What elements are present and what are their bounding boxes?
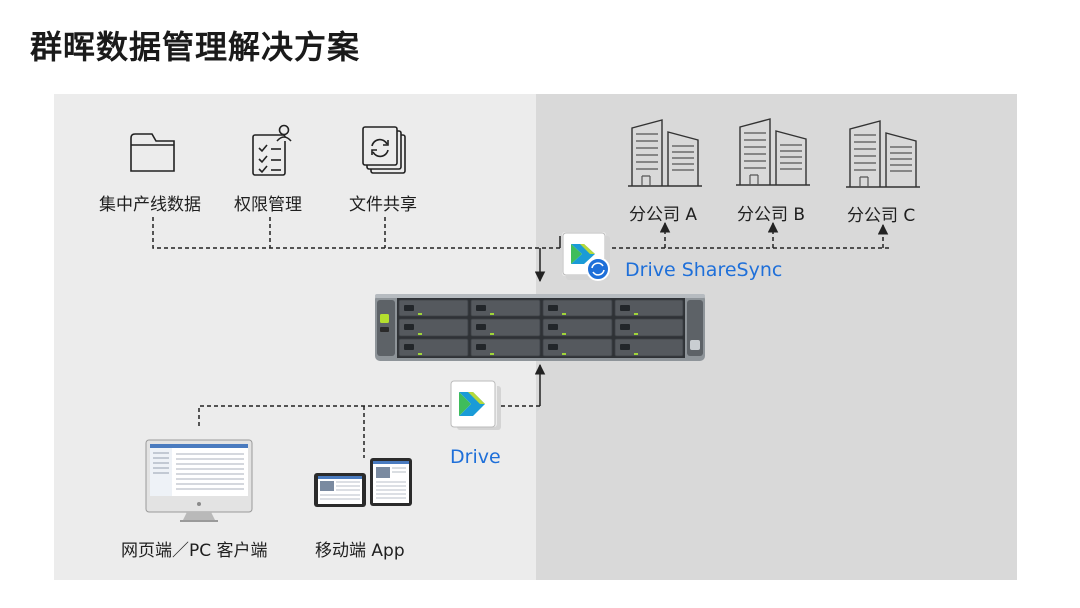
client-label-web-pc: 网页端／PC 客户端 — [121, 541, 268, 561]
folder-icon — [130, 133, 175, 172]
office-buildings-icon — [846, 120, 920, 188]
branch-label-a: 分公司 A — [629, 205, 698, 225]
desktop-monitor-icon — [145, 439, 253, 522]
office-buildings-icon — [736, 118, 810, 186]
drive-app-icon — [450, 380, 501, 430]
nas-rack-server-icon — [375, 294, 705, 361]
client-label-mobile-app: 移动端 App — [315, 541, 405, 561]
feature-label-file-sharing: 文件共享 — [349, 195, 417, 215]
page-title: 群晖数据管理解决方案 — [30, 28, 361, 66]
file-sync-icon — [362, 126, 406, 174]
mobile-tablet-icon — [314, 458, 412, 507]
drive-sharesync-icon — [562, 232, 610, 281]
permission-document-icon — [252, 124, 292, 176]
branch-label-b: 分公司 B — [737, 205, 806, 225]
drive-sharesync-label: Drive ShareSync — [625, 259, 783, 281]
feature-label-permissions: 权限管理 — [234, 195, 302, 215]
drive-label: Drive — [450, 446, 501, 468]
branch-label-c: 分公司 C — [847, 206, 916, 226]
feature-label-centralized-data: 集中产线数据 — [99, 195, 201, 215]
office-buildings-icon — [628, 119, 702, 187]
connector-lines — [152, 217, 890, 458]
